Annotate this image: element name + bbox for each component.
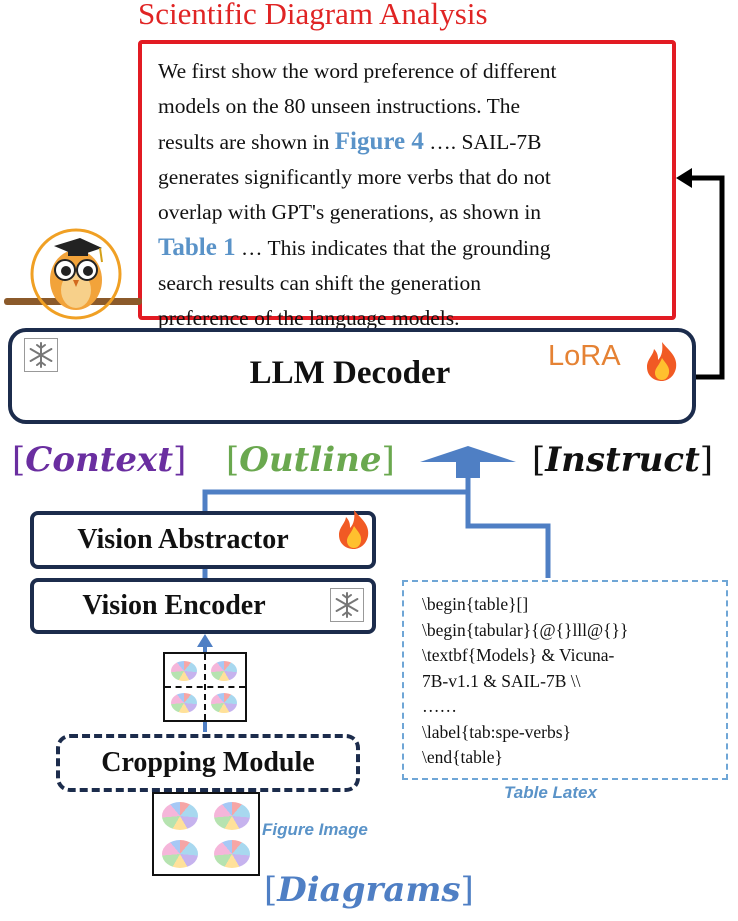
- open-bracket: [: [226, 440, 240, 480]
- fire-icon: [647, 342, 677, 381]
- outline-label: [Outline]: [226, 440, 395, 480]
- figure-image-caption: Figure Image: [262, 820, 368, 839]
- cropping-module-label: Cropping Module: [101, 747, 315, 778]
- snowflake-icon: [330, 588, 364, 622]
- feedback-arrow: [690, 175, 725, 380]
- tile-chart: [211, 693, 237, 713]
- analysis-text: … This indicates that the grounding: [235, 236, 551, 260]
- instruct-label: [Instruct]: [532, 440, 713, 480]
- close-bracket: ]: [699, 440, 714, 480]
- input-arrow-stem: [456, 460, 480, 478]
- figure-chart: [214, 840, 250, 868]
- owl-mascot-icon: [4, 228, 142, 320]
- instruct-text: Instruct: [545, 440, 700, 480]
- table-reference: Table 1: [158, 234, 236, 261]
- context-label: [Context]: [12, 440, 186, 480]
- figure-chart: [162, 802, 198, 830]
- figure-chart: [162, 840, 198, 868]
- crops-to-encoder-arrowhead: [197, 634, 213, 647]
- latex-line: \label{tab:spe-verbs}: [422, 721, 571, 742]
- diagrams-label: [Diagrams]: [264, 870, 474, 910]
- analysis-line: models on the 80 unseen instructions. Th…: [158, 94, 521, 118]
- analysis-line: results are shown in Figure 4 …. SAIL-7B: [158, 124, 658, 160]
- snowflake-icon: [24, 338, 58, 372]
- analysis-line: overlap with GPT's generations, as shown…: [158, 200, 542, 224]
- llm-decoder-label: LLM Decoder: [249, 355, 451, 391]
- analysis-text: results are shown in: [158, 130, 335, 154]
- open-bracket: [: [532, 440, 546, 480]
- open-bracket: [: [12, 440, 26, 480]
- diagram-title: Scientific Diagram Analysis: [138, 0, 488, 31]
- analysis-line: We first show the word preference of dif…: [158, 59, 557, 83]
- tile-chart: [211, 661, 237, 681]
- table-latex-box: \begin{table}[] \begin{tabular}{@{}lll@{…: [402, 580, 728, 780]
- llm-decoder-box: [8, 328, 696, 424]
- vision-encoder-box: Vision Encoder: [30, 578, 376, 634]
- cropped-tiles-image: [163, 652, 247, 722]
- cropping-module-box: Cropping Module: [56, 734, 360, 792]
- context-text: Context: [25, 440, 174, 480]
- diagrams-text: Diagrams: [277, 870, 461, 910]
- vision-encoder-label: Vision Encoder: [82, 590, 266, 621]
- table-latex-caption: Table Latex: [504, 783, 597, 802]
- figure-image-thumbnail: [152, 792, 260, 876]
- latex-line: \begin{tabular}{@{}lll@{}}: [422, 619, 629, 640]
- close-bracket: ]: [381, 440, 395, 480]
- feedback-arrowhead: [676, 168, 692, 188]
- analysis-line: generates significantly more verbs that …: [158, 165, 551, 189]
- close-bracket: ]: [460, 870, 474, 910]
- analysis-line: preference of the language models.: [158, 306, 460, 330]
- vision-abstractor-box: Vision Abstractor: [30, 511, 376, 569]
- latex-line: \end{table}: [422, 747, 503, 767]
- tile-chart: [171, 661, 197, 681]
- figure-reference: Figure 4: [334, 128, 424, 155]
- outline-text: Outline: [239, 440, 382, 480]
- analysis-text-box: We first show the word preference of dif…: [138, 40, 676, 330]
- latex-line: \textbf{Models} & Vicuna-: [422, 645, 615, 665]
- latex-line: 7B-v1.1 & SAIL-7B \\: [422, 670, 581, 691]
- figure-chart: [214, 802, 250, 830]
- latex-to-decoder-line: [465, 470, 551, 578]
- vision-abstractor-label: Vision Abstractor: [77, 524, 289, 555]
- analysis-line: Table 1 … This indicates that the ground…: [158, 230, 658, 266]
- latex-line: \begin{table}[]: [422, 594, 529, 614]
- tile-divider: [165, 686, 245, 688]
- fire-icon: [339, 510, 369, 549]
- open-bracket: [: [264, 870, 278, 910]
- tile-chart: [171, 693, 197, 713]
- close-bracket: ]: [173, 440, 187, 480]
- analysis-text: …. SAIL-7B: [423, 130, 542, 154]
- latex-line: ……: [422, 696, 457, 716]
- lora-label: LoRA: [548, 340, 621, 372]
- input-arrowhead: [420, 446, 516, 462]
- analysis-line: search results can shift the generation: [158, 271, 481, 295]
